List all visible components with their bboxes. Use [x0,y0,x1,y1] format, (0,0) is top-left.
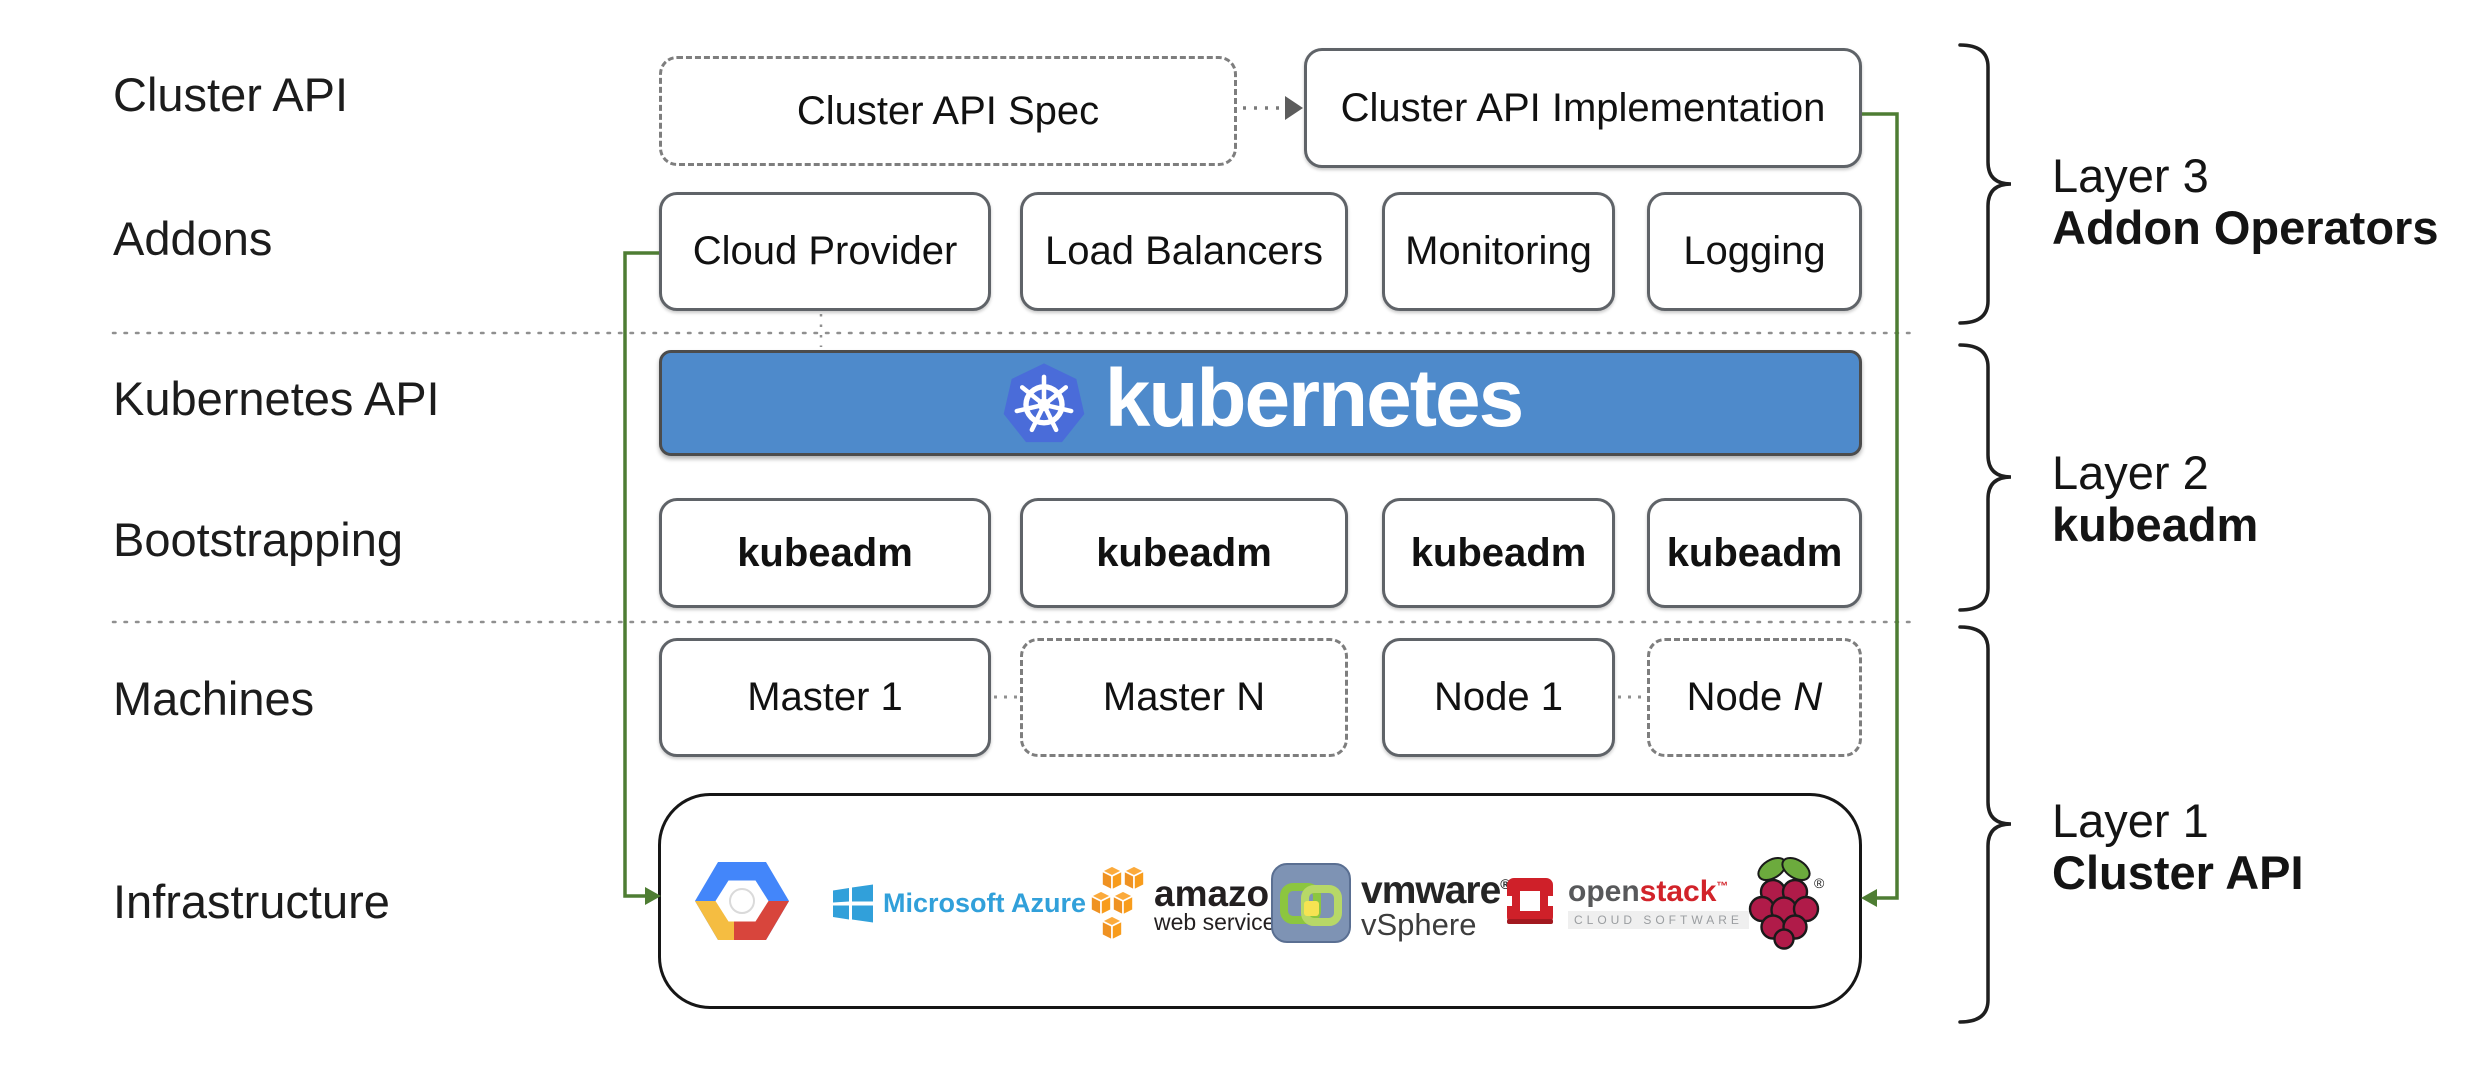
kubeadm-label: kubeadm [1096,530,1272,575]
cloud-provider-to-infrastructure-line [623,251,659,898]
layer-2-label: Layer 2 kubeadm [2052,447,2258,551]
aws-amazon-text: amazon [1154,872,1292,914]
openstack-subtitle: CLOUD SOFTWARE [1568,911,1749,929]
machine-box-master-1: Master 1 [659,638,991,757]
layer-3-brace [1958,43,2012,325]
svg-text:®: ® [1814,875,1825,891]
layer-3-title: Layer 3 [2052,149,2209,202]
row-label-kubernetes-api: Kubernetes API [113,372,440,425]
kubeadm-box-4: kubeadm [1647,498,1862,608]
openstack-logo: openstack™ CLOUD SOFTWARE [1504,872,1749,929]
layer-3-label: Layer 3 Addon Operators [2052,150,2438,254]
cluster-api-spec-label: Cluster API Spec [796,88,1100,133]
vmware-text: vmware® [1361,869,1511,912]
layer-1-label: Layer 1 Cluster API [2052,795,2304,899]
addon-box-cloud-provider: Cloud Provider [659,192,991,311]
addon-box-load-balancers: Load Balancers [1020,192,1348,311]
machine-box-master-n: Master N [1020,638,1348,757]
load-balancers-label: Load Balancers [1045,229,1323,273]
cluster-api-spec-box: Cluster API Spec [659,56,1237,166]
google-cloud-icon [694,858,790,944]
cloud-provider-label: Cloud Provider [692,229,958,273]
openstack-icon [1504,873,1558,929]
node-1-label: Node 1 [1434,675,1563,719]
logging-label: Logging [1683,229,1826,273]
kubernetes-wordmark: kubernetes [1104,353,1525,444]
vsphere-text: vSphere [1361,907,1477,942]
cluster-api-implementation-label: Cluster API Implementation [1340,85,1826,130]
master-n-label: Master N [1102,675,1266,719]
kubeadm-box-3: kubeadm [1382,498,1615,608]
layer-1-brace [1958,625,2012,1024]
aws-web-services-text: web services [1154,908,1287,935]
cluster-api-implementation-box: Cluster API Implementation [1304,48,1862,168]
machine-box-node-1: Node 1 [1382,638,1615,757]
monitoring-label: Monitoring [1405,229,1592,273]
kubeadm-label: kubeadm [737,530,913,575]
arrowhead-icon [1285,96,1303,120]
aws-cubes-icon [1084,866,1146,944]
infrastructure-box: Microsoft Azure amazon web services [658,793,1862,1009]
azure-text: Microsoft Azure [883,887,1087,918]
layer-2-brace [1958,343,2012,612]
kubernetes-banner: kubernetes [659,350,1862,456]
vmware-vsphere-logo: vmware® vSphere [1271,863,1511,943]
kubeadm-label: kubeadm [1666,530,1843,575]
layer-3-subtitle: Addon Operators [2052,201,2439,254]
addon-box-logging: Logging [1647,192,1862,311]
row-label-machines: Machines [113,672,315,725]
row-label-addons: Addons [113,212,273,265]
layer-2-subtitle: kubeadm [2052,498,2259,551]
aws-logo: amazon web services [1084,866,1292,944]
layer-1-title: Layer 1 [2052,794,2209,847]
machine-box-node-n: Node N [1647,638,1862,757]
master-1-label: Master 1 [747,675,903,719]
kubeadm-box-1: kubeadm [659,498,991,608]
raspberry-pi-icon: ® [1746,854,1826,952]
row-label-cluster-api: Cluster API [113,68,349,121]
microsoft-azure-logo: Microsoft Azure [829,880,1086,926]
layer-1-subtitle: Cluster API [2052,846,2304,899]
layer-2-title: Layer 2 [2052,446,2209,499]
openstack-text: openstack™ [1568,875,1729,908]
azure-window-icon [829,880,873,926]
kubeadm-box-2: kubeadm [1020,498,1348,608]
kubernetes-logo-icon [999,358,1089,448]
vmware-vsphere-icon [1271,863,1351,943]
row-label-bootstrapping: Bootstrapping [113,513,404,566]
kubeadm-label: kubeadm [1410,530,1587,575]
addon-box-monitoring: Monitoring [1382,192,1615,311]
implementation-to-infrastructure-line [1862,112,1899,900]
row-label-infrastructure: Infrastructure [113,875,390,928]
green-arrowhead-icon [1861,889,1877,907]
node-n-label: Node N [1686,675,1823,719]
